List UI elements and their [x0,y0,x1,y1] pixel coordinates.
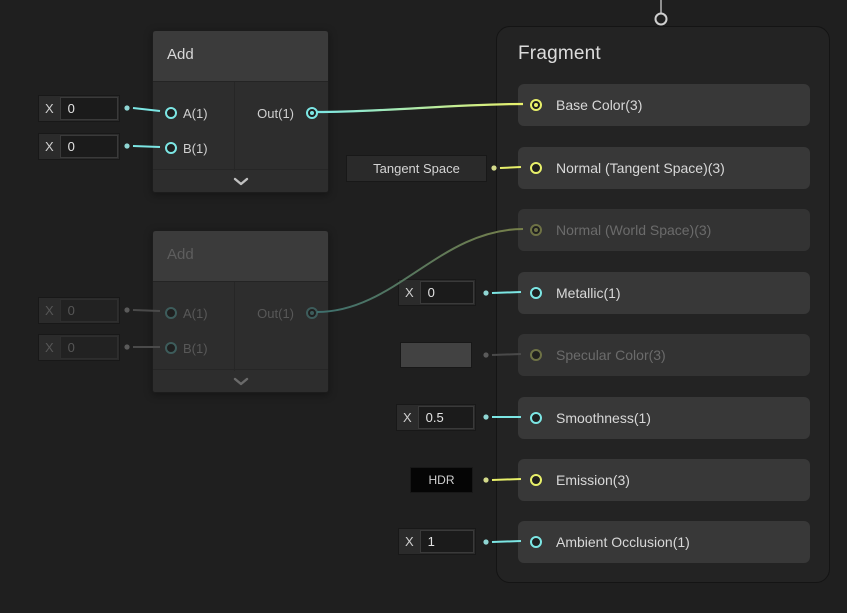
block-row-label: Base Color(3) [556,97,643,113]
add1-input-b-field[interactable]: X 0 [38,133,120,160]
add2-input-b-field[interactable]: X 0 [38,334,120,361]
axis-label: X [405,285,414,300]
axis-label: X [45,340,54,355]
stub-dot [483,414,489,420]
port-specular[interactable] [530,349,542,361]
axis-label: X [403,410,412,425]
add-node-1[interactable]: Add A(1) B(1) Out(1) [152,30,329,193]
port-smoothness[interactable] [530,412,542,424]
port-ambient-occlusion[interactable] [530,536,542,548]
block-row-normal-world[interactable]: Normal (World Space)(3) [518,209,810,251]
port-metallic[interactable] [530,287,542,299]
normal-space-dropdown[interactable]: Tangent Space [346,155,487,182]
value-input[interactable]: 0.5 [417,406,474,429]
metallic-value-field[interactable]: X 0 [398,279,476,306]
block-row-base-color[interactable]: Base Color(3) [518,84,810,126]
value-input[interactable]: 0 [59,336,118,359]
add-node-2[interactable]: Add A(1) B(1) Out(1) [152,230,329,393]
value-input[interactable]: 0 [419,281,474,304]
port-normal-world[interactable] [530,224,542,236]
add-node-2-header[interactable]: Add [153,231,328,282]
block-row-specular[interactable]: Specular Color(3) [518,334,810,376]
add-node-1-header[interactable]: Add [153,31,328,82]
ambient-occlusion-value-field[interactable]: X 1 [398,528,476,555]
port-add2-a[interactable] [165,307,177,319]
block-row-label: Normal (Tangent Space)(3) [556,160,725,176]
node-io-divider [234,282,235,371]
block-row-normal-tangent[interactable]: Normal (Tangent Space)(3) [518,147,810,189]
value-input[interactable]: 0 [59,135,118,158]
port-label-b: B(1) [183,341,208,356]
block-row-smoothness[interactable]: Smoothness(1) [518,397,810,439]
add2-input-a-field[interactable]: X 0 [38,297,120,324]
block-row-label: Ambient Occlusion(1) [556,534,690,550]
block-row-label: Metallic(1) [556,285,621,301]
axis-label: X [405,534,414,549]
value-input[interactable]: 1 [419,530,474,553]
port-label-a: A(1) [183,306,208,321]
value-input[interactable]: 0 [59,97,118,120]
axis-label: X [45,139,54,154]
chevron-down-icon[interactable] [233,177,249,186]
port-add1-a[interactable] [165,107,177,119]
stub-dot [483,352,489,358]
stub-dot [483,477,489,483]
block-row-label: Smoothness(1) [556,410,651,426]
add2-collapse-strip[interactable] [153,369,328,392]
node-title: Add [167,246,194,263]
block-row-emission[interactable]: Emission(3) [518,459,810,501]
stub-dot [124,307,130,313]
port-emission[interactable] [530,474,542,486]
port-label-b: B(1) [183,141,208,156]
block-row-ambient-occlusion[interactable]: Ambient Occlusion(1) [518,521,810,563]
value-input[interactable]: 0 [59,299,118,322]
block-row-metallic[interactable]: Metallic(1) [518,272,810,314]
port-normal-tangent[interactable] [530,162,542,174]
edge-add1-out-to-base-color[interactable] [316,102,524,114]
specular-color-swatch[interactable] [400,342,472,368]
node-title: Add [167,46,194,63]
stub-dot [483,539,489,545]
context-stem-connector [654,12,668,26]
port-add1-out[interactable] [306,107,318,119]
port-base-color[interactable] [530,99,542,111]
port-add2-b[interactable] [165,342,177,354]
fragment-title: Fragment [518,43,601,64]
chevron-down-icon[interactable] [233,377,249,386]
fragment-context-block[interactable]: Fragment Base Color(3) Normal (Tangent S… [496,26,830,583]
emission-hdr-swatch[interactable]: HDR [410,467,473,493]
stub-dot [124,143,130,149]
port-label-out: Out(1) [257,106,294,121]
block-row-label: Emission(3) [556,472,630,488]
port-add1-b[interactable] [165,142,177,154]
port-label-out: Out(1) [257,306,294,321]
axis-label: X [45,101,54,116]
add1-collapse-strip[interactable] [153,169,328,192]
smoothness-value-field[interactable]: X 0.5 [396,404,476,431]
add1-input-a-field[interactable]: X 0 [38,95,120,122]
stub-dot [124,344,130,350]
block-row-label: Specular Color(3) [556,347,666,363]
axis-label: X [45,303,54,318]
stub-dot [124,105,130,111]
block-row-label: Normal (World Space)(3) [556,222,712,238]
node-io-divider [234,82,235,171]
stub-dot [483,290,489,296]
port-label-a: A(1) [183,106,208,121]
port-add2-out[interactable] [306,307,318,319]
